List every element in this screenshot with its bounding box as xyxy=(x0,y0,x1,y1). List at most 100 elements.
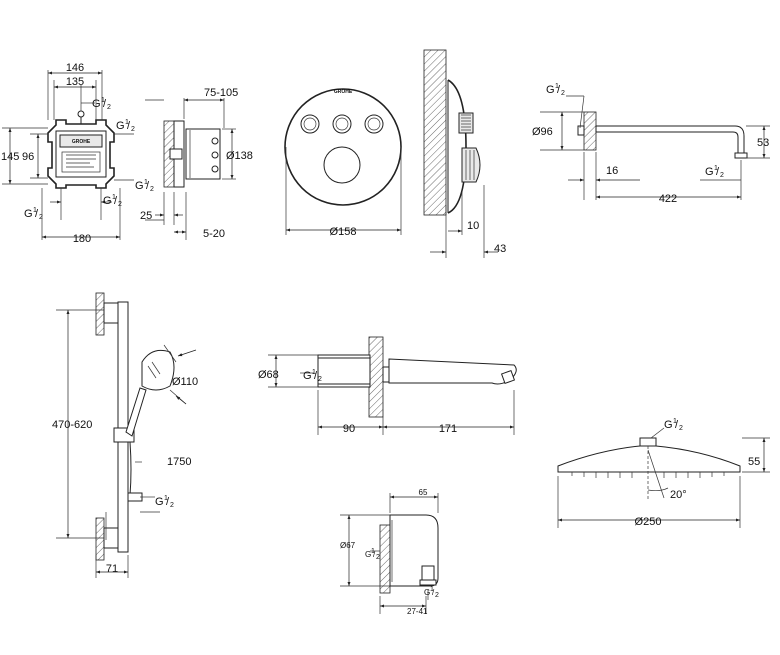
svg-text:G: G xyxy=(92,98,101,110)
dim-25: 25 xyxy=(140,210,152,222)
svg-text:1: 1 xyxy=(112,194,116,201)
dim-1750: 1750 xyxy=(167,456,191,468)
dim-180: 180 xyxy=(73,233,91,245)
trim-brand: GROHE xyxy=(334,89,353,95)
svg-text:2: 2 xyxy=(720,172,724,179)
svg-text:G: G xyxy=(135,180,144,192)
dim-55: 55 xyxy=(748,456,760,468)
svg-text:1: 1 xyxy=(673,418,677,425)
dim-65: 65 xyxy=(419,488,428,497)
svg-text:/: / xyxy=(314,370,318,382)
svg-text:2: 2 xyxy=(107,104,111,111)
dim-dia110: Ø110 xyxy=(172,376,198,388)
svg-text:G: G xyxy=(705,166,714,178)
svg-text:2: 2 xyxy=(39,214,43,221)
dim-71: 71 xyxy=(106,563,118,575)
svg-text:1: 1 xyxy=(144,179,148,186)
shower-head-disc xyxy=(557,445,741,473)
dim-angle: 20° xyxy=(670,489,687,501)
dim-171: 171 xyxy=(439,423,457,435)
svg-text:G: G xyxy=(303,370,312,382)
dim-470-620: 470-620 xyxy=(52,419,92,431)
svg-text:2: 2 xyxy=(376,554,380,561)
svg-text:1: 1 xyxy=(33,207,37,214)
svg-text:G: G xyxy=(103,195,112,207)
svg-text:2: 2 xyxy=(561,90,565,97)
dim-43: 43 xyxy=(494,243,506,255)
side-knob xyxy=(461,147,481,183)
dim-145: 145 xyxy=(1,151,19,163)
dim-135: 135 xyxy=(66,76,84,88)
dim-dia96: Ø96 xyxy=(532,126,553,138)
svg-text:/: / xyxy=(432,588,435,597)
dim-dia68: Ø68 xyxy=(258,369,279,381)
svg-text:/: / xyxy=(127,120,131,132)
svg-text:/: / xyxy=(557,84,561,96)
svg-text:/: / xyxy=(35,208,39,220)
button-2 xyxy=(332,114,352,134)
dim-dia67: Ø67 xyxy=(340,541,356,550)
valve-body-outline: GROHE xyxy=(47,85,115,189)
svg-text:1: 1 xyxy=(430,586,434,593)
dim-dia250: Ø250 xyxy=(635,516,662,528)
svg-text:G: G xyxy=(116,120,125,132)
svg-text:G: G xyxy=(546,84,555,96)
svg-text:1: 1 xyxy=(312,369,316,376)
thermostat-knob xyxy=(323,146,361,184)
button-3 xyxy=(364,114,384,134)
svg-text:2: 2 xyxy=(318,376,322,383)
svg-text:2: 2 xyxy=(170,502,174,509)
dim-146: 146 xyxy=(66,62,84,74)
dim-422: 422 xyxy=(659,193,677,205)
trim-side-view: 10 43 xyxy=(423,49,506,258)
svg-text:G: G xyxy=(155,496,164,508)
dim-dia158: Ø158 xyxy=(330,226,357,238)
svg-text:/: / xyxy=(146,180,150,192)
svg-text:1: 1 xyxy=(125,119,129,126)
svg-text:/: / xyxy=(675,419,679,431)
dim-75-105: 75-105 xyxy=(204,87,238,99)
svg-text:1: 1 xyxy=(555,83,559,90)
dim-dia138: Ø138 xyxy=(226,150,253,162)
dim-27-41: 27-41 xyxy=(407,607,428,616)
svg-text:1: 1 xyxy=(714,165,718,172)
rail-bar xyxy=(117,301,129,553)
svg-text:/: / xyxy=(103,98,107,110)
svg-text:/: / xyxy=(166,496,170,508)
svg-text:1: 1 xyxy=(164,495,168,502)
svg-text:2: 2 xyxy=(435,592,439,599)
svg-text:/: / xyxy=(716,166,720,178)
svg-text:G: G xyxy=(424,588,430,597)
trim-front-view: GROHE Ø158 xyxy=(284,88,402,238)
valve-body-brand: GROHE xyxy=(72,139,91,145)
svg-text:G: G xyxy=(664,419,673,431)
svg-text:1: 1 xyxy=(101,97,105,104)
svg-text:/: / xyxy=(114,195,118,207)
button-1 xyxy=(300,114,320,134)
dim-10: 10 xyxy=(467,220,479,232)
spout-body xyxy=(388,358,517,385)
svg-text:2: 2 xyxy=(131,126,135,133)
valve-body-side-view: 75-105 25 5-20 Ø138 xyxy=(140,87,253,240)
dim-16: 16 xyxy=(606,165,618,177)
hand-shower-head xyxy=(141,349,175,391)
